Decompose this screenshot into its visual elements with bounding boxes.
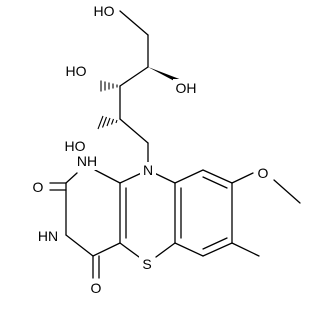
label-o4: O <box>91 280 102 296</box>
label-ho-c3prime: HO <box>66 63 87 79</box>
hash-c3prime-oh <box>100 80 118 92</box>
bond-n1-c2 <box>65 172 78 184</box>
label-o2: O <box>33 179 44 195</box>
bond-c4prime-c3prime <box>119 66 149 87</box>
bond-c8-o-methoxy <box>231 172 254 184</box>
label-o-methoxy: O <box>258 165 269 181</box>
label-n1h: NH <box>77 153 97 169</box>
bond-c9a-c9 <box>174 169 204 184</box>
bond-s-c5a <box>155 242 176 258</box>
label-s5: S <box>142 256 151 272</box>
bond-c7-c6 <box>202 242 233 257</box>
bond-c7-c6-double <box>202 237 228 250</box>
bond-c5prime-ohtop <box>119 10 149 36</box>
bond-c10a-n1 <box>94 169 121 184</box>
label-oh-c4prime: OH <box>176 80 197 96</box>
label-ho-c2prime: HO <box>65 138 86 154</box>
bond-c4-c4a <box>92 242 121 257</box>
bond-c2prime-c1prime <box>119 118 149 144</box>
bond-c7-methyl <box>231 242 260 257</box>
label-n10: N <box>143 162 153 178</box>
bond-c9-c8 <box>202 169 233 184</box>
bond-c6-c5a <box>174 242 204 257</box>
hash-c2prime-oh <box>97 115 118 130</box>
bond-o-methyl <box>273 179 301 204</box>
label-n3h: HN <box>38 228 58 244</box>
bonds <box>49 10 301 279</box>
bond-c4a-s <box>119 242 140 258</box>
label-ho-top: HO <box>94 3 115 19</box>
bond-n3-c4 <box>65 234 94 257</box>
bond-c9-c8-double <box>202 176 228 189</box>
atom-labels: HO OH HO HO N NH O HN O S O <box>30 2 271 297</box>
